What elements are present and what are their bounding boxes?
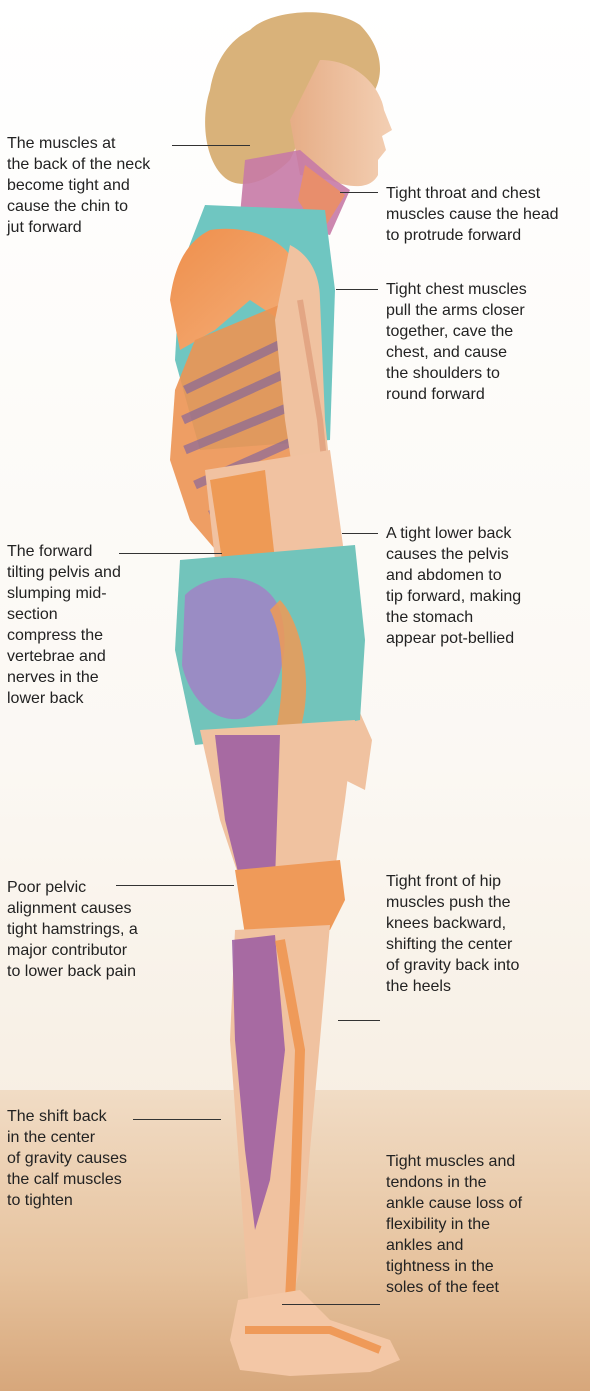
leader-hip-front [338, 1020, 380, 1021]
leader-chest-muscles [336, 289, 378, 290]
leader-throat-chest [340, 192, 378, 193]
annotation-lower-back: A tight lower back causes the pelvis and… [386, 523, 586, 649]
annotation-ankle: Tight muscles and tendons in the ankle c… [386, 1151, 586, 1298]
annotation-pelvis-midsection: The forward tilting pelvis and slumping … [7, 541, 177, 709]
annotation-hip-front: Tight front of hip muscles push the knee… [386, 871, 586, 997]
annotation-neck-back: The muscles at the back of the neck beco… [7, 133, 182, 238]
hamstring-muscle [215, 735, 280, 880]
leader-neck-back [172, 145, 250, 146]
knee [235, 860, 345, 935]
leader-ankle [282, 1304, 380, 1305]
annotation-chest-muscles: Tight chest muscles pull the arms closer… [386, 279, 586, 405]
annotation-throat-chest: Tight throat and chest muscles cause the… [386, 183, 586, 246]
annotation-hamstrings: Poor pelvic alignment causes tight hamst… [7, 877, 182, 982]
annotation-calf: The shift back in the center of gravity … [7, 1106, 182, 1211]
leader-lower-back [342, 533, 378, 534]
